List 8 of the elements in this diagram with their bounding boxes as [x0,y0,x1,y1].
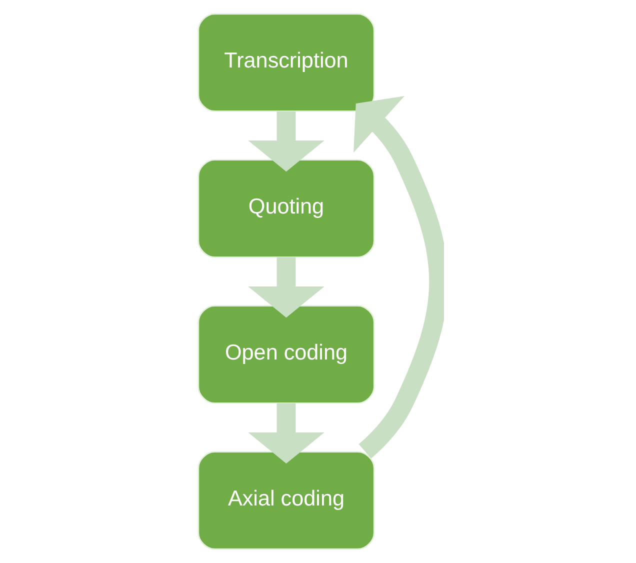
arrow [248,403,324,464]
node-box: Transcription [197,13,374,112]
arrow [248,257,324,318]
arrow [248,111,324,172]
node-box: Axial coding [197,451,374,550]
node-box: Quoting [197,159,374,258]
arrow [353,96,444,458]
node-box: Open coding [197,305,374,404]
